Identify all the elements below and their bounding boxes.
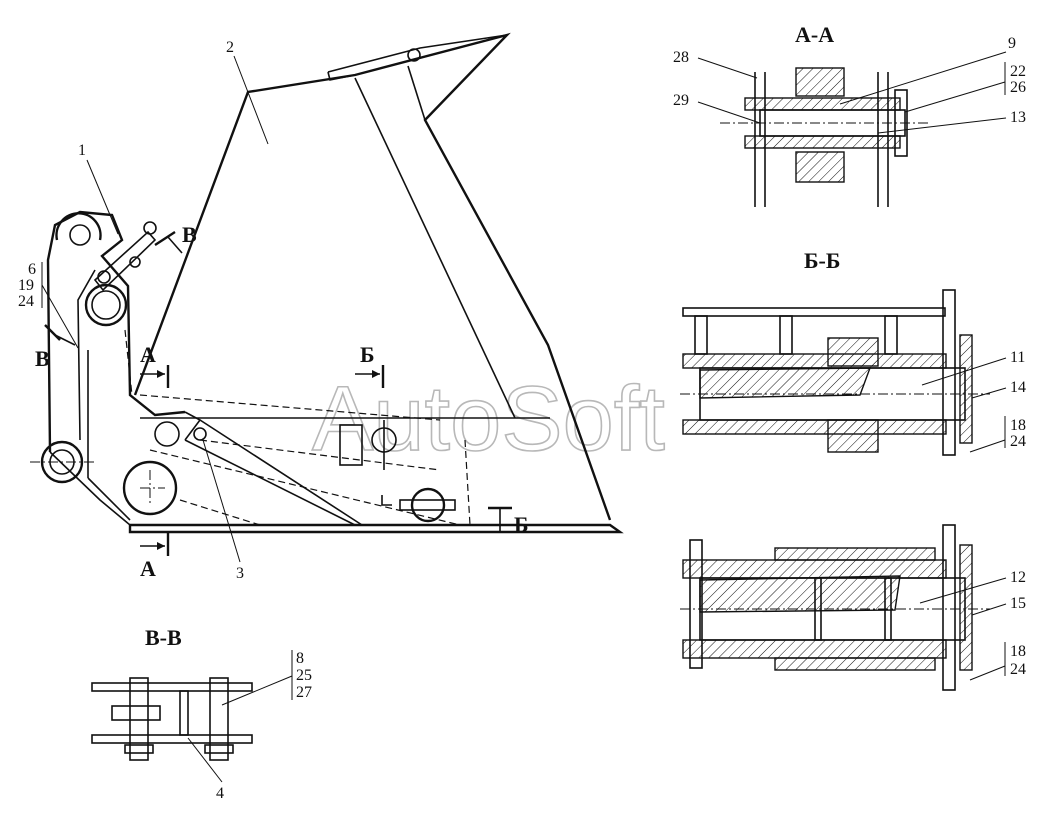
bucket-top-edge [327,34,508,73]
callout-22: 22 [1010,63,1026,80]
left-pivot-bush [40,440,84,484]
callout-3: 3 [236,565,244,582]
bracket-3 [184,419,363,526]
pin2-flange [942,524,956,691]
aa-upper-ring [795,67,845,97]
aa-upper-wall [744,97,901,111]
callout-15: 15 [1010,595,1026,612]
main-callouts: 1 2 3 6 19 24 [18,39,269,582]
callout-12: 12 [1010,569,1026,586]
v-top-cut [154,230,176,247]
upper-pivot-bush [84,283,128,327]
bucket-top-lip [327,71,356,81]
section-aa-title: А-А [795,22,834,47]
callout-1: 1 [78,142,86,159]
top-hinge-circle [407,48,421,62]
front-frame-inner [77,269,96,441]
link-pin-bottom [97,270,111,284]
v-top-arrow [167,236,183,254]
section-markers: А А Б Б В В [35,222,529,581]
callout-28: 28 [673,49,689,66]
lower-rear-bush [410,487,446,523]
marker-b-right: Б [514,512,529,537]
front-frame-bottom-inner [87,477,131,521]
vv-bottom-plate [91,734,253,744]
vv-pin-right [209,677,229,761]
v-left-cut [44,324,61,341]
lower-rear-bar [399,499,456,511]
callout-18-lower: 18 [1010,643,1026,660]
callout-14: 14 [1010,379,1026,396]
aa-lower-ring [795,151,845,183]
watermark: AutoSoft [312,368,665,470]
bb-top-plate [682,307,946,317]
aa-lower-wall [744,135,901,149]
center-lines [30,461,165,505]
bb-upper-ring [827,337,879,367]
inner-rib-top [407,65,426,121]
section-bb: Б-Б 11 14 18 24 [680,248,1026,456]
callout-9: 9 [1008,35,1016,52]
bb-flange [942,289,956,456]
marker-v-top: В [182,222,197,247]
bb-lower-wall [682,419,947,435]
section-vv-title: В-В [145,625,182,650]
vv-pin-left [129,677,149,761]
callout-26: 26 [1010,79,1026,96]
callout-19: 19 [18,277,34,294]
bucket-main-view [30,32,624,534]
vv-middle-block [111,705,161,721]
callout-4: 4 [216,785,224,802]
bb-end-cap [959,334,973,444]
front-frame-bottom [49,451,131,526]
callout-11: 11 [1010,349,1025,366]
marker-v-left: В [35,346,50,371]
v-left-arrow [54,334,76,346]
section-bb-lower: 12 15 18 24 [680,524,1026,691]
lower-pivot-bush [122,460,178,516]
front-frame [46,210,186,453]
pin2-end-cap [959,544,973,671]
callout-13: 13 [1010,109,1026,126]
callout-18-bb: 18 [1010,417,1026,434]
link-pin-top [143,221,157,235]
pin2-cut [699,575,901,613]
callout-24-main: 24 [18,293,34,310]
hidden-lines [139,394,471,526]
section-vv: В-В 8 25 27 4 [91,625,312,802]
upper-pivot-inner [91,290,121,320]
vv-top-plate [91,682,253,692]
bb-upper-wall [682,353,947,369]
callout-8: 8 [296,650,304,667]
hook-hole [69,224,91,246]
callout-2: 2 [226,39,234,56]
hook-eye [55,212,102,241]
marker-b-top: Б [360,342,375,367]
cylinder-body [339,424,363,466]
inner-rib-left [354,77,516,419]
callout-27: 27 [296,684,312,701]
section-aa: А-А 28 29 9 22 26 13 [673,22,1026,207]
bracket-pin [193,427,207,441]
marker-a-top: А [140,342,156,367]
bracket-3-head [184,411,202,441]
link-pin-mid [129,256,141,268]
callout-24-bb: 24 [1010,433,1026,450]
section-bb-title: Б-Б [804,248,840,273]
pin2-lower-sleeve [774,657,936,671]
callout-6: 6 [28,261,36,278]
pin2-upper-wall [682,559,947,579]
pin2-lower-wall [682,639,947,659]
bucket-floor [128,523,624,534]
callout-24-lower: 24 [1010,661,1026,678]
mid-pivot-bush [154,421,180,447]
callout-29: 29 [673,92,689,109]
bb-lower-ring [827,419,879,453]
pin2-upper-sleeve [774,547,936,561]
callout-25: 25 [296,667,312,684]
corner-mark [381,495,392,506]
marker-a-bottom: А [140,556,156,581]
